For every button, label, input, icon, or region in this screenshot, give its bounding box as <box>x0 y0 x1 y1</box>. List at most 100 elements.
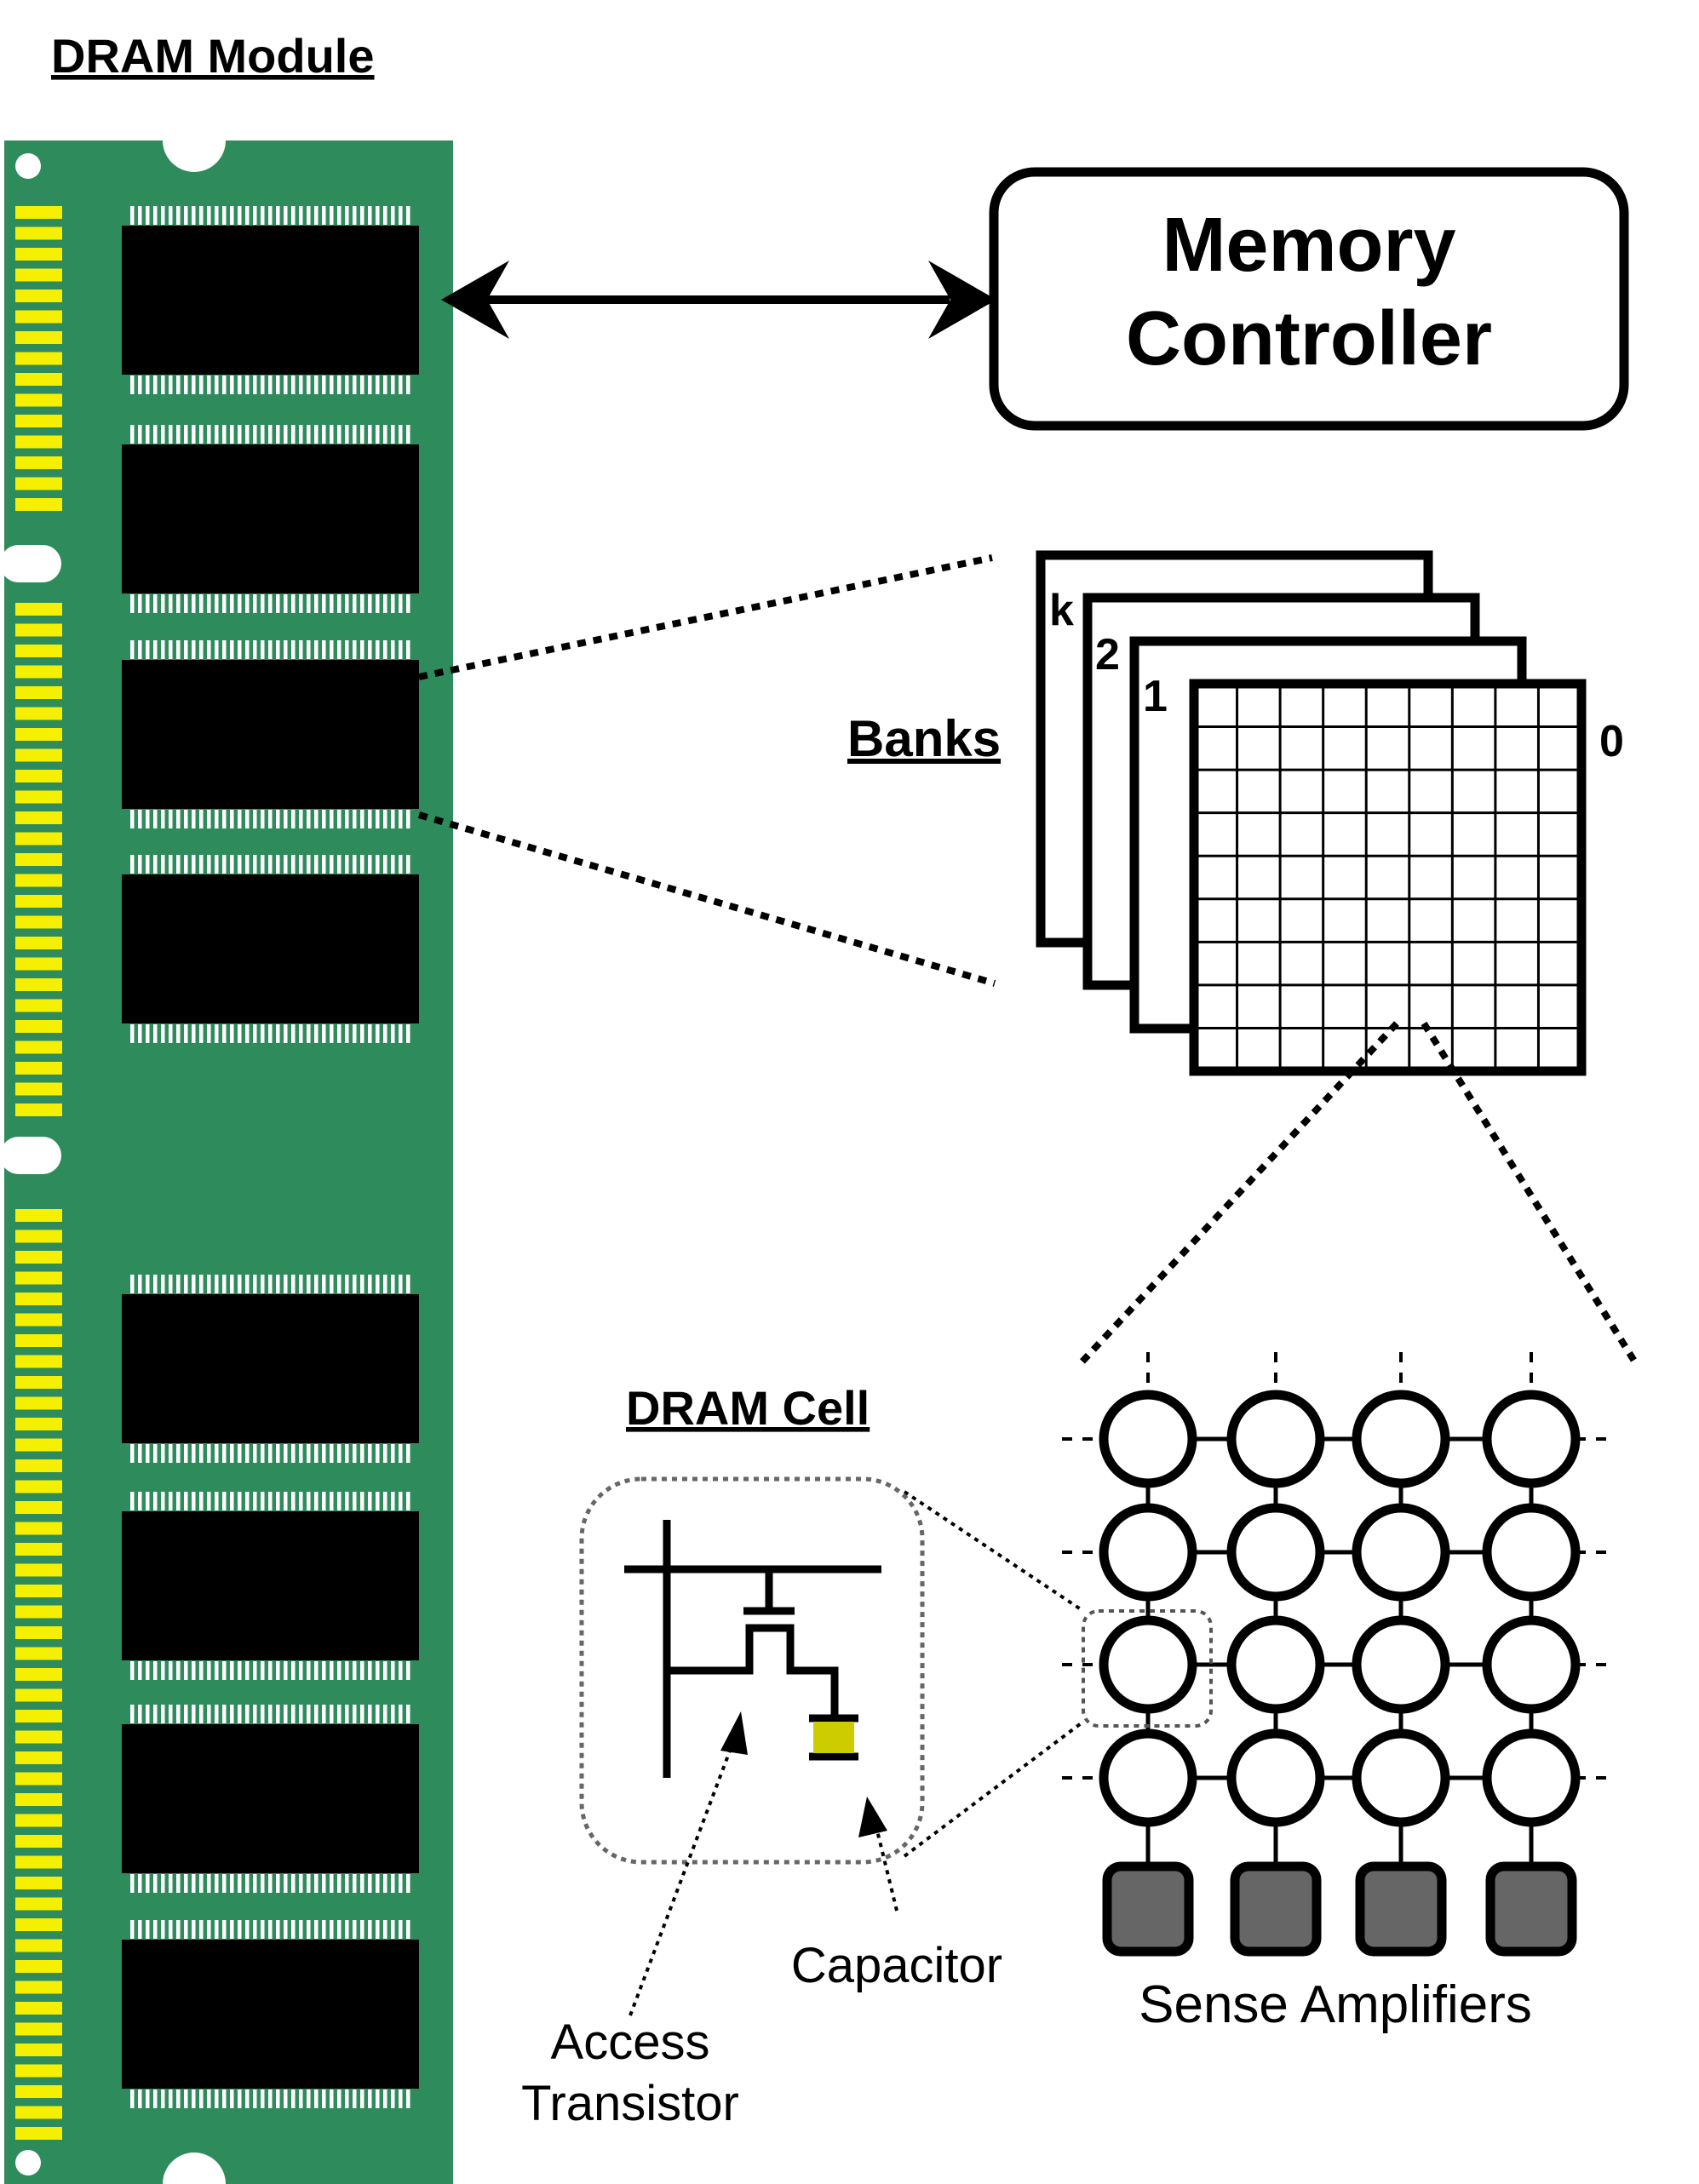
gold-contact <box>15 707 62 720</box>
memory-chip-icon <box>122 855 419 1043</box>
dram-module-stick-icon <box>0 109 453 2184</box>
gold-contact <box>15 770 62 782</box>
gold-contact <box>15 1772 62 1786</box>
memory-chip-icon <box>122 640 419 828</box>
gold-contact <box>15 1939 62 1952</box>
gold-contact <box>15 1668 62 1681</box>
gold-contact <box>15 1313 62 1327</box>
gold-contact <box>15 645 62 657</box>
gold-contact <box>15 1459 62 1472</box>
bank-label-0: 0 <box>1599 717 1624 766</box>
sense-amplifier <box>1102 1861 1194 1957</box>
gold-contact <box>15 393 62 407</box>
dram-cell-array <box>1062 1352 1616 1957</box>
bank-label-2: 2 <box>1095 630 1120 679</box>
dram-cell <box>1099 1390 1197 1488</box>
dram-cell <box>1226 1615 1325 1714</box>
gold-contact <box>15 268 62 282</box>
gold-contact <box>15 1251 62 1264</box>
gold-contact <box>15 790 62 804</box>
gold-contact <box>15 1835 62 1848</box>
gold-contact <box>15 1501 62 1514</box>
gold-contact <box>15 1334 62 1347</box>
dram-cell <box>1226 1390 1325 1488</box>
gold-contact <box>15 748 62 762</box>
sense-amplifier <box>1485 1861 1577 1957</box>
module-title: DRAM Module <box>51 29 375 83</box>
gold-contact <box>15 665 62 679</box>
gold-contact <box>15 1730 62 1744</box>
gold-contact <box>15 2022 62 2036</box>
dram-cell <box>1226 1503 1325 1602</box>
gold-contact <box>15 1230 62 1243</box>
gold-contact <box>15 874 62 887</box>
gold-contact <box>15 1981 62 1994</box>
bank-stack: k 2 1 0 <box>1036 550 1624 1076</box>
memory-chip-icon <box>122 206 419 394</box>
gold-contact <box>15 226 62 240</box>
gold-contact <box>15 1877 62 1889</box>
annotation-arrows <box>629 1711 898 2016</box>
gold-contact <box>15 498 62 511</box>
gold-contact <box>15 2002 62 2015</box>
gold-contact <box>15 1438 62 1452</box>
gold-contact <box>15 2044 62 2056</box>
gold-contact <box>15 1688 62 1702</box>
bank-0 <box>1189 679 1587 1076</box>
gold-contact <box>15 1793 62 1806</box>
gold-contact <box>15 2106 62 2119</box>
gold-contact <box>15 832 62 846</box>
gold-contact <box>15 477 62 490</box>
gold-contact <box>15 1626 62 1639</box>
gold-contact <box>15 1271 62 1285</box>
gold-contact <box>15 1918 62 1931</box>
gold-contact <box>15 1396 62 1410</box>
memory-controller-label-line1: Memory <box>1162 203 1455 288</box>
dram-cell <box>1352 1390 1450 1488</box>
transistor-capacitor-icon <box>624 1520 881 1778</box>
memory-chip-icon <box>122 1275 419 1463</box>
gold-contact <box>15 456 62 469</box>
gold-contact <box>15 331 62 344</box>
double-headed-arrow-icon <box>441 261 996 339</box>
gold-contact <box>15 937 62 949</box>
gold-contact <box>15 1814 62 1827</box>
bank-label-1: 1 <box>1143 672 1168 721</box>
sense-amplifiers-label: Sense Amplifiers <box>1139 1975 1532 2034</box>
dram-cell <box>1099 1728 1197 1827</box>
gold-contact <box>15 978 62 991</box>
gold-contact <box>15 2127 62 2140</box>
gold-contact <box>15 1543 62 1556</box>
gold-contact <box>15 1522 62 1535</box>
gold-contact <box>15 686 62 699</box>
gold-contact <box>15 957 62 971</box>
gold-contact <box>15 1103 62 1116</box>
gold-contact <box>15 1209 62 1222</box>
gold-contact <box>15 2064 62 2078</box>
gold-contact <box>15 1710 62 1723</box>
gold-contact <box>15 1418 62 1430</box>
dram-cell <box>1482 1390 1581 1488</box>
gold-contact <box>15 352 62 365</box>
gold-contact <box>15 1040 62 1054</box>
bank-label-k: k <box>1049 586 1074 635</box>
banks-title: Banks <box>847 710 1001 767</box>
memory-chip-icon <box>122 425 419 613</box>
bank-0-cell-grid <box>1194 684 1581 1071</box>
gold-contact <box>15 1293 62 1305</box>
gold-contact <box>15 1647 62 1660</box>
dram-cell <box>1352 1615 1450 1714</box>
gold-contact <box>15 289 62 302</box>
gold-contact <box>15 603 62 616</box>
gold-contact <box>15 206 62 219</box>
gold-contact <box>15 373 62 386</box>
dram-cell <box>1352 1503 1450 1602</box>
gold-contact <box>15 435 62 449</box>
dram-cell <box>1099 1503 1197 1602</box>
gold-contact <box>15 1020 62 1033</box>
capacitor-icon <box>813 1722 854 1753</box>
dram-cell <box>1352 1728 1450 1827</box>
gold-contact <box>15 853 62 866</box>
zoom-lines-chip-to-banks <box>417 554 996 987</box>
